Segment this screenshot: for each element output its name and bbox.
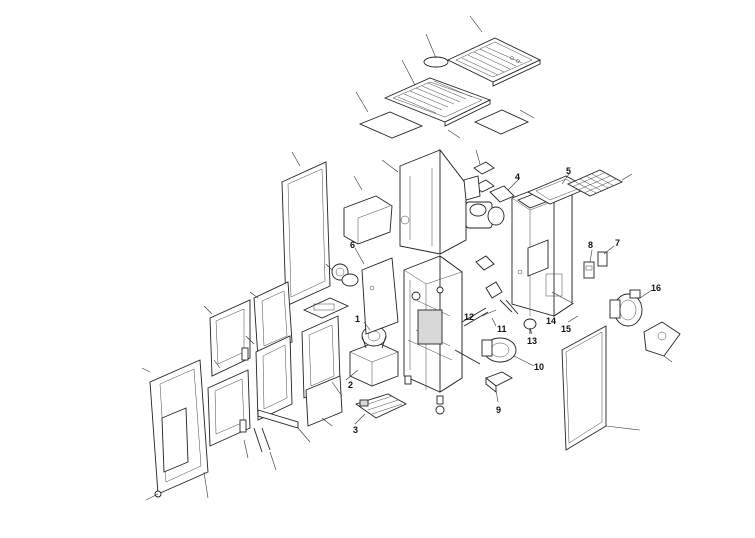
left-side-panel [281,151,331,307]
callout-12: 12 [464,312,474,322]
door-hinge-bar [253,409,299,453]
combustion-grate-round [331,263,359,287]
hopper-lid-flap [463,175,481,201]
center-misc-parts [475,255,519,315]
callout-8: 8 [588,240,593,250]
main-chassis-frame [403,255,463,393]
auger-motor-13 [523,318,537,334]
callout-13: 13 [527,336,537,346]
control-switches [583,251,608,279]
callout-9: 9 [496,405,501,415]
lower-door-right [207,369,251,447]
callout-1: 1 [355,314,360,324]
heat-exchanger-tubes [354,393,407,419]
front-door [141,359,209,501]
callout-15: 15 [561,324,571,334]
top-leader-lines [355,15,535,139]
callout-2: 2 [348,380,353,390]
door-right-frame [301,315,343,427]
callout-10: 10 [534,362,544,372]
lower-door-left [209,299,251,377]
door-glass-panel [255,335,293,421]
callout-14: 14 [546,316,556,326]
callout-6: 6 [350,240,355,250]
chassis-feet [404,375,445,415]
top-plates [358,56,530,139]
hopper-assembly [511,181,573,317]
combustion-blower [609,289,643,327]
igniter-block-9 [485,371,513,393]
callout-leaders [345,173,653,425]
fan-assembly-10 [481,337,517,363]
callout-5: 5 [566,166,571,176]
inner-liner-panel [302,297,350,319]
callout-7: 7 [615,238,620,248]
auger-rod [454,307,489,365]
left-hardware-pins [203,263,343,471]
ash-pan-assembly [349,341,399,387]
heat-shield-bracket [343,175,393,245]
callout-3: 3 [353,425,358,435]
hopper-screen [566,169,633,197]
blower-cover-plate [643,321,681,363]
door-frame-rear [253,281,293,359]
top-lid-grate-right [446,37,542,87]
rear-wall-panel [381,148,467,255]
callout-4: 4 [515,172,520,182]
right-side-panel [561,325,641,451]
firebox-elbow [465,185,515,229]
callout-11: 11 [497,324,507,334]
callout-16: 16 [651,283,661,293]
center-panel-plate [361,257,399,335]
